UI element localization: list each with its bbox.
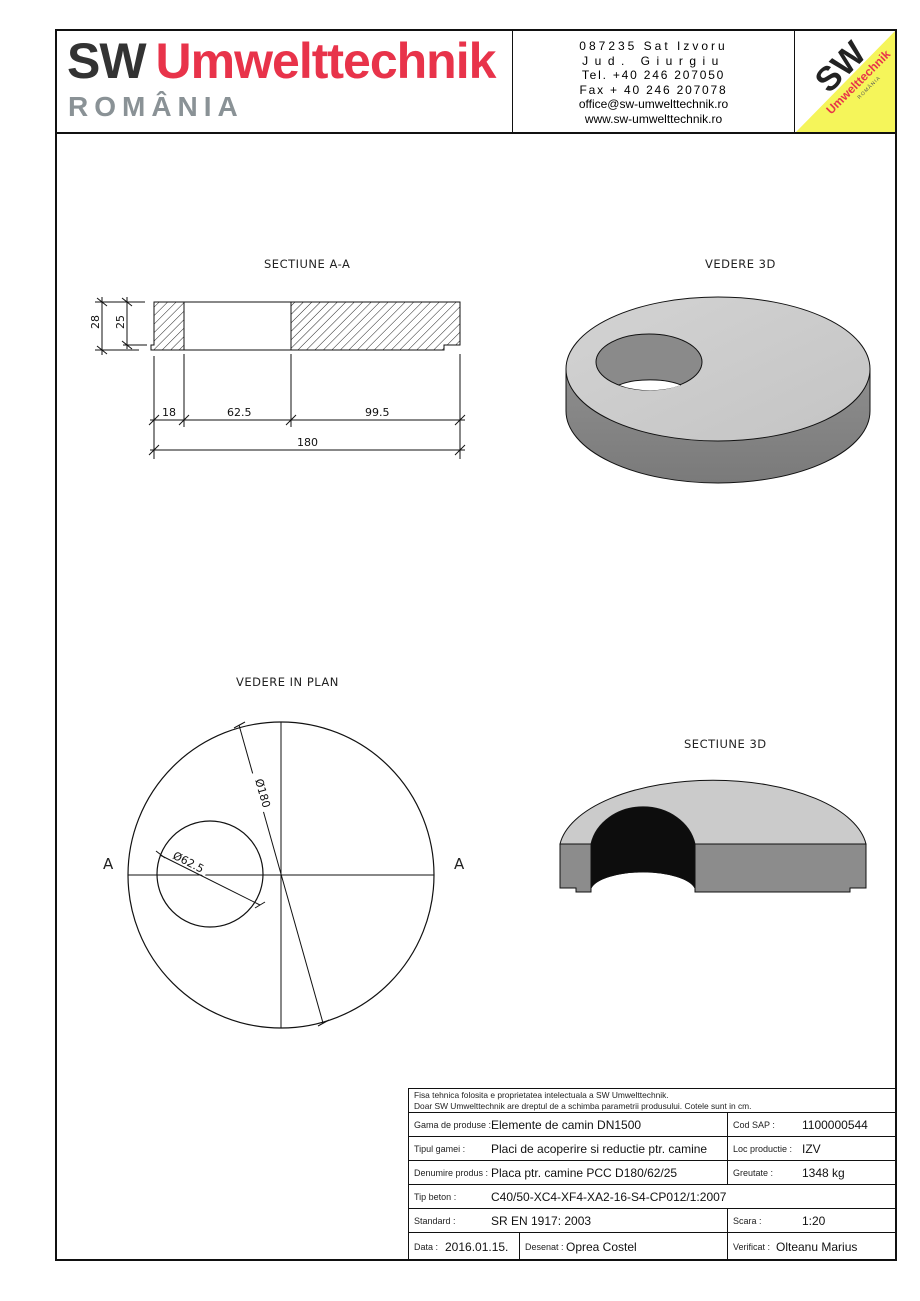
row-product-name: Denumire produs : Placa ptr. camine PCC … [409,1161,896,1185]
section-mark-right: A [454,855,465,873]
label-drawn: Desenat : [525,1242,564,1252]
value-date: 2016.01.15. [445,1240,509,1254]
section-aa-title: SECTIUNE A-A [264,257,351,271]
plan-view-drawing: Ø180 Ø62.5 [127,721,435,1029]
brand-country: ROMÂNIA [68,91,244,122]
cell-checked: Verificat : Olteanu Marius [727,1233,896,1260]
svg-text:25: 25 [114,315,127,329]
svg-text:99.5: 99.5 [365,406,390,419]
cell-scale: Scara : 1:20 [727,1209,896,1232]
label-weight: Greutate : [733,1168,774,1178]
label-scale: Scara : [733,1216,762,1226]
section-3d-drawing [559,779,867,893]
value-production: IZV [802,1142,821,1156]
value-scale: 1:20 [802,1214,826,1228]
label-range-type: Tipul gamei : [414,1144,466,1154]
row-product-range: Gama de produse : Elemente de camin DN15… [409,1113,896,1137]
phone: Tel. +40 246 207050 [581,68,726,83]
title-block: Fisa tehnica folosita e proprietatea int… [408,1088,896,1260]
label-date: Data : [414,1242,439,1252]
fax: Fax + 40 246 207078 [579,82,728,97]
brand-sw: SW [67,33,147,89]
value-weight: 1348 kg [802,1166,845,1180]
address-line1: 087235 Sat Izvoru [579,39,728,53]
label-concrete: Tip beton : [414,1192,457,1202]
cell-production: Loc productie : IZV [727,1137,896,1160]
value-product-name: Placa ptr. camine PCC D180/62/25 [491,1166,678,1180]
email-link[interactable]: office@sw-umwelttechnik.ro [578,97,729,112]
section-3d-title: SECTIUNE 3D [684,737,767,751]
row-range-type: Tipul gamei : Placi de acoperire si redu… [409,1137,896,1161]
value-sap: 1100000544 [802,1118,868,1132]
section-aa-drawing: 28 25 18 62.5 99.5 180 [89,297,466,459]
note-line2: Doar SW Umwelttechnik are dreptul de a s… [414,1101,752,1111]
value-concrete: C40/50-XC4-XF4-XA2-16-S4-CP012/1:2007 [491,1190,727,1204]
brand-name: Umwelttechnik [155,33,497,89]
value-checked: Olteanu Marius [776,1240,858,1254]
svg-text:62.5: 62.5 [227,406,252,419]
label-standard: Standard : [414,1216,456,1226]
address-line2: Jud. Giurgiu [582,53,725,68]
value-product-range: Elemente de camin DN1500 [491,1118,642,1132]
title-block-note: Fisa tehnica folosita e proprietatea int… [409,1089,896,1113]
svg-text:28: 28 [89,315,102,329]
label-sap: Cod SAP : [733,1120,775,1130]
contact-block: 087235 Sat Izvoru Jud. Giurgiu Tel. +40 … [513,31,795,132]
row-concrete: Tip beton : C40/50-XC4-XF4-XA2-16-S4-CP0… [409,1185,896,1209]
plan-view-title: VEDERE IN PLAN [236,675,339,689]
logo-graphic: SW Umwelttechnik ROMÂNIA [796,31,895,132]
label-product-name: Denumire produs : [414,1168,489,1178]
value-range-type: Placi de acoperire si reductie ptr. cami… [491,1142,708,1156]
row-signoff: Data : 2016.01.15. Desenat : Oprea Coste… [409,1233,896,1260]
value-standard: SR EN 1917: 2003 [491,1214,592,1228]
row-standard: Standard : SR EN 1917: 2003 Scara : 1:20 [409,1209,896,1233]
cell-weight: Greutate : 1348 kg [727,1161,896,1184]
label-product-range: Gama de produse : [414,1120,492,1130]
view-3d-drawing [565,296,871,484]
cell-sap: Cod SAP : 1100000544 [727,1113,896,1136]
svg-text:180: 180 [297,436,318,449]
value-drawn: Oprea Costel [566,1240,637,1254]
note-line1: Fisa tehnica folosita e proprietatea int… [414,1090,669,1100]
section-mark-left: A [103,855,114,873]
website-link[interactable]: www.sw-umwelttechnik.ro [584,111,723,126]
label-production: Loc productie : [733,1144,793,1154]
company-logo: SW Umwelttechnik ROMÂNIA [796,31,895,132]
label-checked: Verificat : [733,1242,771,1252]
svg-text:18: 18 [162,406,176,419]
view-3d-title: VEDERE 3D [705,257,776,271]
cell-drawn: Desenat : Oprea Costel [519,1233,727,1260]
